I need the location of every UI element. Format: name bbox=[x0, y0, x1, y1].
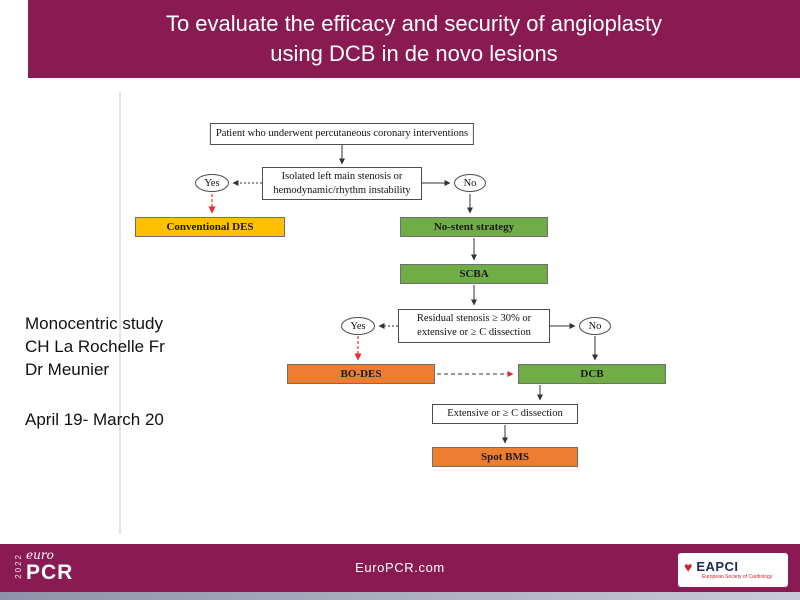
flow-node-start: Patient who underwent percutaneous coron… bbox=[209, 123, 475, 145]
study-info-line2: CH La Rochelle Fr bbox=[25, 337, 165, 356]
flow-label-yes-2: Yes bbox=[341, 317, 375, 335]
eapci-heart-icon: ♥ bbox=[684, 558, 693, 575]
footer-bar: 2022 euro PCR EuroPCR.com ♥ EAPCI Europe… bbox=[0, 544, 800, 592]
europcr-logo-euro: euro bbox=[26, 548, 54, 562]
flow-label-yes-1: Yes bbox=[195, 174, 229, 192]
flow-node-no-stent-strategy: No-stent strategy bbox=[400, 217, 548, 237]
eapci-logo-row: ♥ EAPCI bbox=[684, 559, 782, 574]
flow-node-decision-residual-stenosis: Residual stenosis ≥ 30% or extensive or … bbox=[398, 309, 550, 343]
flow-node-dcb: DCB bbox=[518, 364, 666, 384]
eapci-name: EAPCI bbox=[696, 559, 739, 574]
slide-title-line1: To evaluate the efficacy and security of… bbox=[165, 11, 663, 36]
flow-node-decision-left-main: Isolated left main stenosis or hemodynam… bbox=[262, 167, 422, 200]
flow-node-spot-bms: Spot BMS bbox=[432, 447, 578, 467]
footer-bottom-strip bbox=[0, 592, 800, 600]
flow-node-conventional-des: Conventional DES bbox=[135, 217, 285, 237]
europcr-logo: 2022 euro PCR bbox=[14, 548, 74, 584]
flow-label-no-2: No bbox=[579, 317, 611, 335]
study-info-line3: Dr Meunier bbox=[25, 360, 110, 379]
flow-node-bo-des: BO-DES bbox=[287, 364, 435, 384]
europcr-logo-pcr: PCR bbox=[26, 561, 74, 584]
slide-title-line2: using DCB in de novo lesions bbox=[270, 41, 558, 66]
study-info: Monocentric study CH La Rochelle Fr Dr M… bbox=[25, 312, 165, 431]
europcr-logo-text: euro PCR bbox=[26, 548, 74, 584]
eapci-subtitle: European Society of Cardiology bbox=[702, 574, 773, 580]
flow-node-scba: SCBA bbox=[400, 264, 548, 284]
flow-node-decision-extensive-dissection: Extensive or ≥ C dissection bbox=[432, 404, 578, 424]
study-info-spacer bbox=[25, 381, 165, 408]
footer-site-url: EuroPCR.com bbox=[355, 560, 445, 575]
flow-label-no-1: No bbox=[454, 174, 486, 192]
slide-title-banner: To evaluate the efficacy and security of… bbox=[28, 0, 800, 78]
study-info-line1: Monocentric study bbox=[25, 314, 163, 333]
study-info-line4: April 19- March 20 bbox=[25, 410, 164, 429]
eapci-logo-card: ♥ EAPCI European Society of Cardiology bbox=[678, 553, 788, 587]
